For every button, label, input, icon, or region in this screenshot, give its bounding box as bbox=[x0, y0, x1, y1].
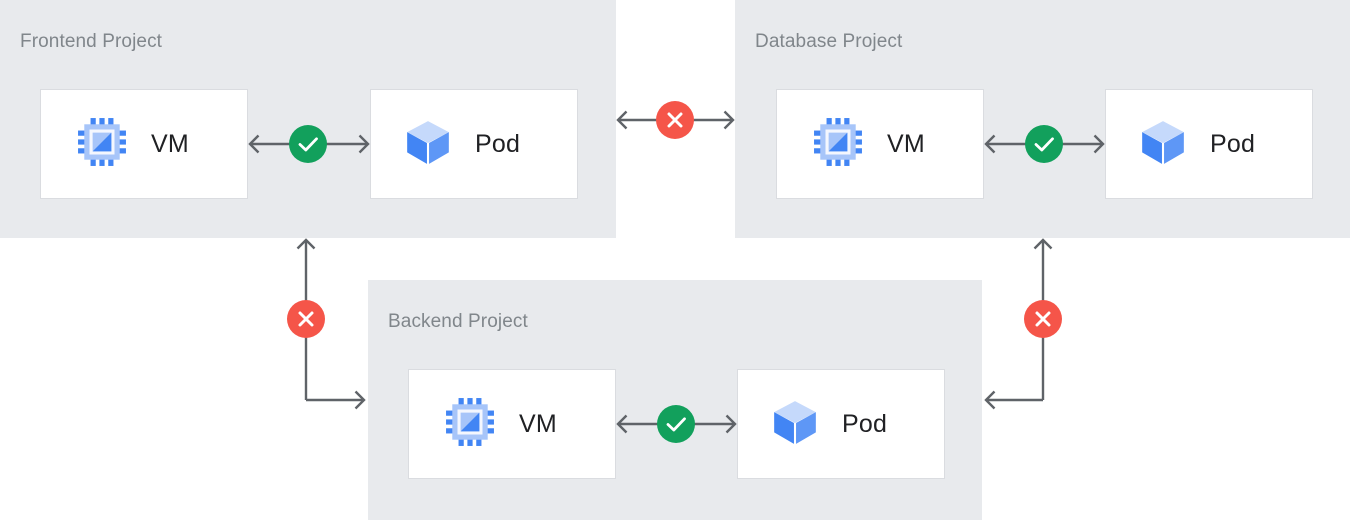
status-badge-allowed-backend[interactable] bbox=[657, 405, 695, 443]
status-badge-blocked-database-backend[interactable] bbox=[1024, 300, 1062, 338]
status-badge-allowed-database[interactable] bbox=[1025, 125, 1063, 163]
vm-chip-icon bbox=[77, 117, 127, 172]
resource-label-backend-vm: VM bbox=[519, 409, 557, 438]
status-badge-blocked-frontend-backend[interactable] bbox=[287, 300, 325, 338]
resource-card-database-vm[interactable]: VM bbox=[776, 89, 984, 199]
pod-cube-icon bbox=[1138, 117, 1188, 172]
vm-chip-icon bbox=[445, 397, 495, 452]
pod-cube-icon bbox=[403, 117, 453, 172]
resource-label-database-vm: VM bbox=[887, 129, 925, 158]
resource-card-database-pod[interactable]: Pod bbox=[1105, 89, 1313, 199]
panel-title-frontend: Frontend Project bbox=[20, 31, 163, 52]
panel-title-database: Database Project bbox=[755, 31, 903, 52]
pod-cube-icon bbox=[770, 397, 820, 452]
resource-label-frontend-vm: VM bbox=[151, 129, 189, 158]
vm-chip-icon bbox=[813, 117, 863, 172]
resource-card-frontend-pod[interactable]: Pod bbox=[370, 89, 578, 199]
status-badge-blocked-frontend-database[interactable] bbox=[656, 101, 694, 139]
panel-title-backend: Backend Project bbox=[388, 311, 528, 332]
resource-label-frontend-pod: Pod bbox=[475, 129, 521, 158]
resource-label-database-pod: Pod bbox=[1210, 129, 1256, 158]
status-badge-allowed-frontend[interactable] bbox=[289, 125, 327, 163]
resource-card-backend-vm[interactable]: VM bbox=[408, 369, 616, 479]
resource-label-backend-pod: Pod bbox=[842, 409, 888, 438]
resource-card-frontend-vm[interactable]: VM bbox=[40, 89, 248, 199]
resource-card-backend-pod[interactable]: Pod bbox=[737, 369, 945, 479]
